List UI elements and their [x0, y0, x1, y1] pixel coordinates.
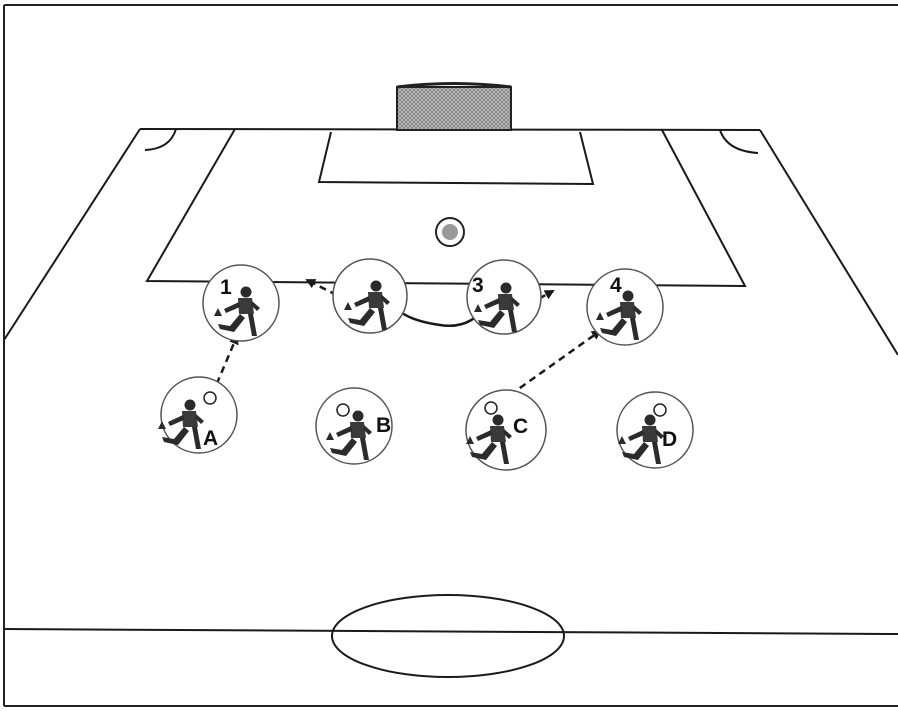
player-D: D — [617, 392, 693, 468]
player-1: 1 — [203, 265, 279, 341]
player-label: 3 — [472, 274, 484, 297]
goal-area — [319, 132, 593, 184]
left-touchline — [4, 129, 140, 340]
player-label: D — [662, 428, 677, 451]
player-3: 3 — [467, 260, 541, 334]
goal-net-icon — [397, 84, 511, 131]
player-A: A — [158, 377, 237, 453]
player-label: 1 — [220, 276, 232, 299]
ball-icon — [337, 404, 349, 416]
arrow-C-to-4 — [510, 331, 600, 395]
player-label: 4 — [610, 274, 622, 297]
player-C: C — [466, 390, 546, 470]
penalty-area — [147, 129, 745, 286]
pitch-lines — [4, 129, 898, 677]
halfway-line — [4, 629, 898, 634]
ball-icon — [654, 404, 666, 416]
player-2 — [333, 259, 407, 333]
player-label: A — [203, 427, 218, 450]
corner-arc-left — [145, 129, 176, 150]
player-4: 4 — [587, 269, 663, 345]
player-label: C — [513, 415, 528, 438]
ball-icon — [204, 392, 216, 404]
ball-icon — [485, 402, 497, 414]
center-circle — [332, 595, 564, 677]
player-label: B — [376, 414, 391, 437]
ball-icon — [436, 218, 464, 246]
right-touchline — [760, 130, 898, 355]
corner-arc-right — [720, 130, 758, 153]
player-B: B — [316, 388, 392, 464]
